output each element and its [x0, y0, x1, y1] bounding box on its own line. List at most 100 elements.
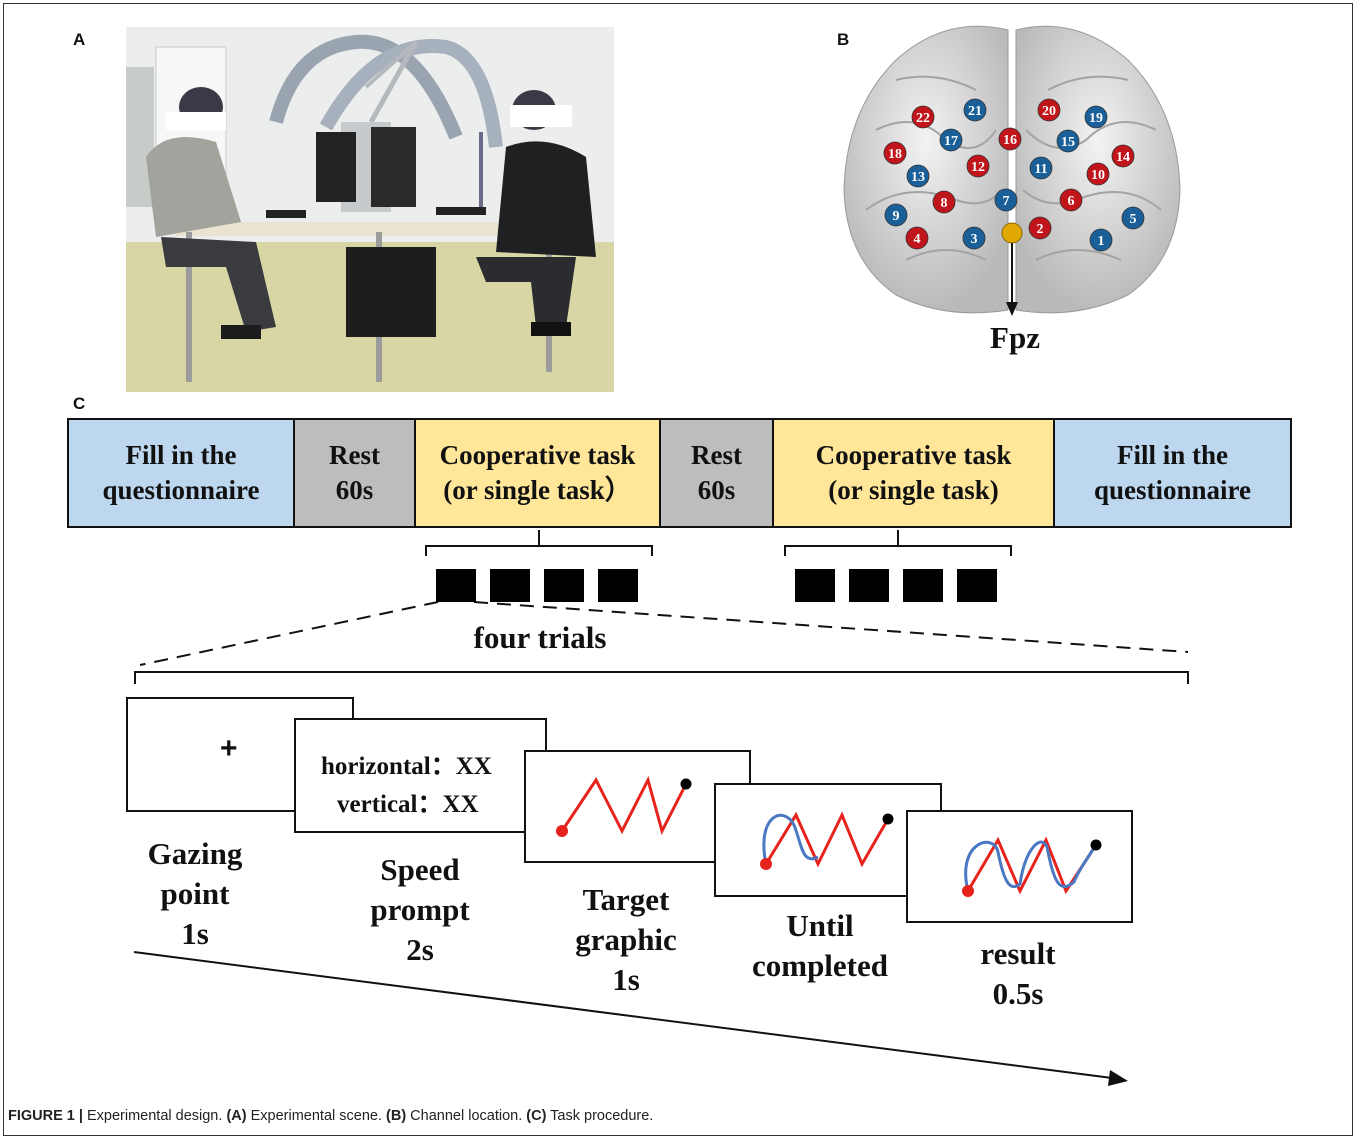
channel-5-marker: 5: [1121, 206, 1145, 230]
partial-trace-graphic: [760, 811, 894, 870]
label-line: result: [980, 936, 1056, 971]
step-label-result: result 0.5s: [938, 934, 1098, 1014]
caption-text: Channel location.: [406, 1108, 527, 1124]
channel-20-marker: 20: [1037, 98, 1061, 122]
experimental-scene-illustration: [126, 27, 614, 392]
channel-number: 4: [914, 232, 921, 247]
segment-line1: Cooperative task: [815, 440, 1012, 470]
channel-number: 17: [944, 134, 958, 149]
panel-b-letter: B: [837, 30, 850, 49]
segment-line2: (or single task）: [443, 475, 632, 505]
segment-line2: (or single task): [828, 475, 999, 505]
segment-line1: Cooperative task: [439, 440, 636, 470]
step-label-gazing: Gazing point 1s: [115, 834, 275, 954]
channel-17-marker: 17: [939, 128, 963, 152]
channel-number: 20: [1042, 104, 1056, 119]
channel-19-marker: 19: [1084, 105, 1108, 129]
segment-line2: 60s: [335, 475, 374, 505]
channel-number: 12: [971, 160, 985, 175]
channel-number: 16: [1003, 133, 1017, 148]
fpz-label: Fpz: [990, 320, 1040, 355]
label-line: 1s: [612, 962, 640, 997]
screen-speed-prompt: horizontal：XX vertical：XX: [294, 718, 547, 833]
channel-12-marker: 12: [966, 154, 990, 178]
caption-text: Experimental design.: [82, 1108, 227, 1124]
channel-number: 14: [1116, 150, 1130, 165]
channel-number: 18: [888, 147, 902, 162]
label-line: Speed: [380, 852, 460, 887]
step-label-until: Until completed: [740, 906, 900, 986]
segment-line2: 60s: [697, 475, 736, 505]
channel-21-marker: 21: [963, 98, 987, 122]
channel-number: 19: [1089, 111, 1103, 126]
label-line: completed: [751, 948, 889, 983]
channel-3-marker: 3: [962, 226, 986, 250]
panel-c-letter: C: [73, 394, 86, 413]
timeline-segment-task-1: Cooperative task (or single task）: [416, 418, 661, 528]
timeline-segment-questionnaire-start: Fill in the questionnaire: [67, 418, 295, 528]
segment-line1: Rest: [329, 440, 380, 470]
label-line: graphic: [575, 922, 677, 957]
caption-text: Task procedure.: [546, 1108, 654, 1124]
label-line: 0.5s: [992, 976, 1044, 1011]
caption-ref-a: (A): [226, 1108, 247, 1124]
channel-number: 7: [1003, 194, 1010, 209]
trial-blocks-1: [436, 569, 638, 602]
channel-number: 13: [911, 170, 925, 185]
channel-16-marker: 16: [998, 127, 1022, 151]
label-line: point: [160, 876, 230, 911]
channel-number: 1: [1098, 234, 1105, 249]
segment-line1: Fill in the: [125, 440, 237, 470]
label-line: 1s: [181, 916, 209, 951]
result-trace-graphic: [962, 836, 1102, 897]
channel-number: 8: [941, 196, 948, 211]
caption-ref-c: (C): [526, 1108, 547, 1124]
channel-8-marker: 8: [932, 190, 956, 214]
segment-line2: questionnaire: [102, 475, 260, 505]
channel-11-marker: 11: [1029, 156, 1053, 180]
step-label-target: Target graphic 1s: [546, 880, 706, 1000]
experimental-scene-photo: [126, 27, 614, 392]
channel-14-marker: 14: [1111, 144, 1135, 168]
channel-number: 11: [1034, 162, 1047, 177]
channel-2-marker: 2: [1028, 216, 1052, 240]
trial-blocks-2: [795, 569, 997, 602]
four-trials-label: four trials: [473, 620, 607, 655]
figure-caption: FIGURE 1 | Experimental design. (A) Expe…: [8, 1108, 653, 1124]
timeline-segment-rest-1: Rest 60s: [295, 418, 416, 528]
channel-13-marker: 13: [906, 164, 930, 188]
label-line: Gazing: [147, 836, 243, 871]
label-line: Target: [582, 882, 670, 917]
caption-prefix: FIGURE 1 |: [8, 1108, 83, 1124]
channel-number: 5: [1130, 212, 1137, 227]
channel-10-marker: 10: [1086, 162, 1110, 186]
channel-18-marker: 18: [883, 141, 907, 165]
channel-number: 2: [1037, 222, 1044, 237]
channel-7-marker: 7: [994, 188, 1018, 212]
label-line: 2s: [406, 932, 434, 967]
step-label-speed: Speed prompt 2s: [340, 850, 500, 970]
channel-22-marker: 22: [911, 105, 935, 129]
target-zigzag-graphic: [556, 775, 692, 837]
caption-text: Experimental scene.: [246, 1108, 387, 1124]
channel-number: 21: [968, 104, 982, 119]
figure-frame: [3, 3, 1353, 1136]
channel-9-marker: 9: [884, 203, 908, 227]
segment-line1: Fill in the: [1116, 440, 1228, 470]
channel-15-marker: 15: [1056, 129, 1080, 153]
fixation-cross: +: [220, 732, 238, 765]
label-line: Until: [786, 908, 854, 943]
panel-a-letter: A: [73, 30, 86, 49]
channel-6-marker: 6: [1059, 188, 1083, 212]
channel-4-marker: 4: [905, 226, 929, 250]
screen-result: [906, 810, 1133, 923]
channel-number: 15: [1061, 135, 1075, 150]
caption-ref-b: (B): [386, 1108, 407, 1124]
channel-number: 6: [1068, 194, 1075, 209]
channel-number: 22: [916, 111, 930, 126]
channel-1-marker: 1: [1089, 228, 1113, 252]
experiment-timeline: Fill in the questionnaire Rest 60s Coopera…: [67, 418, 1292, 528]
